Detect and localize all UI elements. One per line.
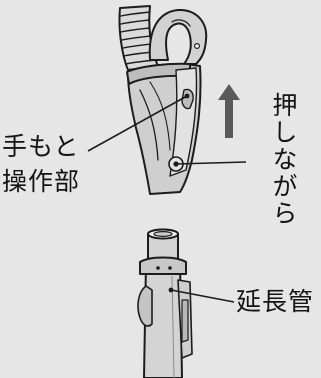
leader-grip — [87, 95, 188, 152]
label-press-instruction: 押しながら — [269, 92, 298, 227]
label-extension-pipe: 延長管 — [236, 287, 315, 316]
leader-lines — [87, 93, 247, 303]
handle-grip-illustration — [118, 5, 208, 195]
leader-press — [175, 161, 247, 165]
label-grip-line2: 操作部 — [2, 167, 81, 196]
handle-hook — [148, 8, 208, 65]
label-grip-line1: 手もと — [2, 132, 80, 161]
extension-pipe-illustration — [137, 228, 193, 378]
leader-pipe — [170, 289, 235, 303]
push-up-arrow-icon — [218, 84, 240, 138]
